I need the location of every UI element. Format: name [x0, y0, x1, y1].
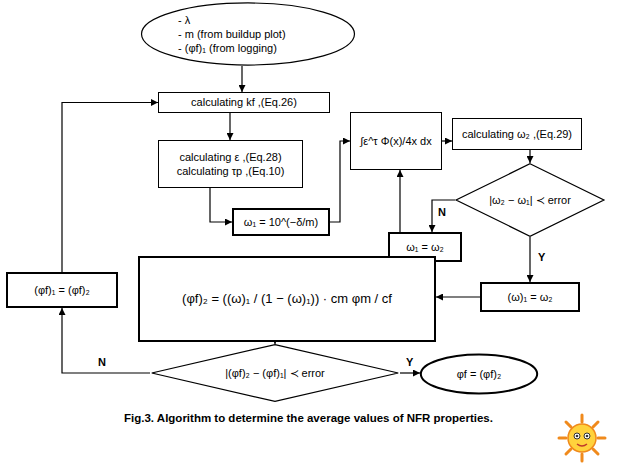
flow-arrow [442, 140, 452, 141]
process-box: calculating ω₂ ,(Eq.29) [452, 118, 582, 150]
flow-arrow [241, 66, 242, 92]
node-text: ω₁ = ω₂ [406, 240, 444, 254]
node-text: (ω)₁ = ω₂ [507, 290, 552, 304]
node-text: |(φf)₂ − (φf)₁| ≺ error [225, 366, 325, 380]
node-text: calculating ω₂ ,(Eq.29) [462, 127, 572, 141]
integral-box: ∫ε^τ Φ(x)/4x dx [350, 112, 442, 170]
sun-icon [559, 415, 605, 461]
flow-arrow [62, 103, 158, 273]
flow-arrow [229, 113, 230, 140]
flow-arrow [274, 342, 275, 344]
flow-arrow [330, 141, 350, 222]
flow-arrow [400, 372, 420, 373]
process-box: ω₁ = 10^(−δ/m) [232, 208, 330, 236]
node-text: (φf)₁ = (φf)₂ [34, 283, 90, 297]
branch-label: N [96, 356, 108, 369]
flow-arrow [210, 188, 232, 222]
node-text: - m (from buildup plot) [178, 27, 286, 41]
branch-label: N [436, 206, 448, 219]
node-text: φf = (φf)₂ [457, 367, 502, 381]
flow-arrow [62, 308, 150, 373]
node-text: ∫ε^τ Φ(x)/4x dx [360, 134, 431, 148]
node-text: |ω₂ − ω₁| ≺ error [489, 193, 571, 207]
node-text: - (φf)₁ (from logging) [178, 41, 277, 55]
node-text: (φf)₂ = ((ω)₁ / (1 − (ω)₁)) · cm φm / cf [182, 291, 392, 308]
flow-arrow [399, 170, 400, 232]
branch-label: Y [404, 356, 415, 369]
figure-caption: Fig.3. Algorithm to determine the averag… [0, 412, 617, 424]
input-ellipse: - λ- m (from buildup plot)- (φf)₁ (from … [140, 2, 356, 66]
node-text: calculating kf ,(Eq.26) [191, 95, 297, 109]
process-box: (φf)₁ = (φf)₂ [6, 272, 118, 308]
flow-arrow [436, 296, 480, 297]
process-box: (ω)₁ = ω₂ [480, 282, 580, 312]
output-ellipse: φf = (φf)₂ [420, 354, 538, 394]
flow-arrow [529, 150, 530, 163]
node-text: - λ [178, 13, 190, 27]
flow-arrow [529, 237, 530, 282]
node-text: ω₁ = 10^(−δ/m) [244, 215, 318, 229]
process-box: calculating ε ,(Eq.28)calculating τp ,(E… [158, 140, 303, 188]
flow-arrow [432, 200, 455, 232]
formula-box: (φf)₂ = ((ω)₁ / (1 − (ω)₁)) · cm φm / cf [138, 256, 436, 342]
node-text: calculating τp ,(Eq.10) [177, 164, 285, 178]
decision-diamond: |(φf)₂ − (φf)₁| ≺ error [150, 344, 400, 402]
branch-label: Y [536, 251, 547, 264]
node-text: calculating ε ,(Eq.28) [179, 150, 281, 164]
process-box: calculating kf ,(Eq.26) [158, 92, 330, 113]
decision-diamond: |ω₂ − ω₁| ≺ error [455, 163, 605, 237]
